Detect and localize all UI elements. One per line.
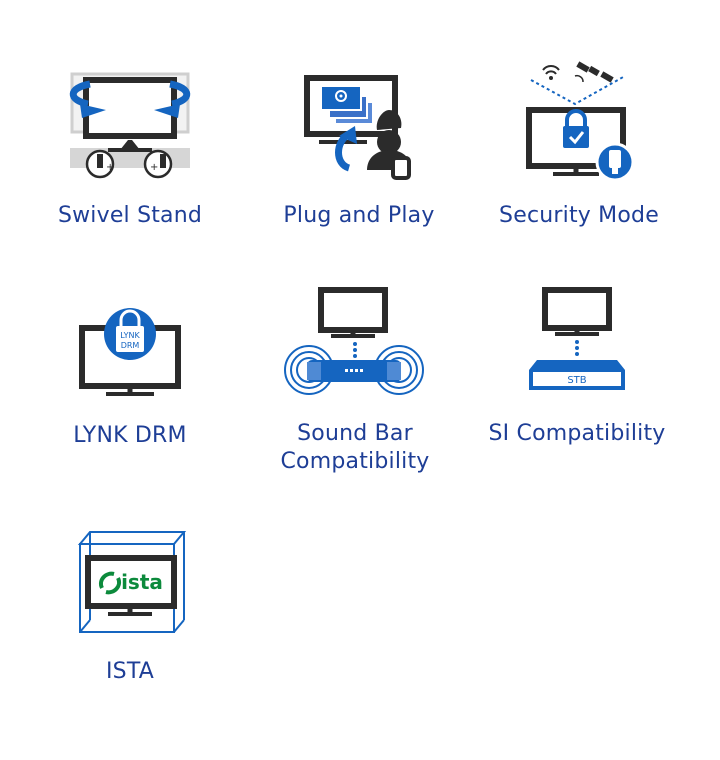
stb-label: STB [567,375,586,386]
feature-plug-and-play: Plug and Play [239,60,479,230]
plug-and-play-icon [304,75,411,180]
svg-text:+: + [150,162,158,173]
security-mode-icon [526,61,635,182]
feature-security-mode: Security Mode [459,60,699,230]
feature-si-compatibility: STB SI Compatibility [457,284,697,448]
lynk-badge-line1: LYNK [120,331,140,340]
feature-lynk-drm: LYNK DRM LYNK DRM [10,296,250,450]
svg-text:+: + [106,162,114,173]
feature-label-plug-and-play: Plug and Play [283,203,435,228]
sound-bar-icon [284,287,424,395]
feature-label-security-mode: Security Mode [499,203,659,228]
feature-label-lynk-drm: LYNK DRM [73,423,187,448]
feature-label-swivel-stand: Swivel Stand [57,203,203,228]
feature-ista: ista ISTA [10,528,250,686]
swivel-stand-icon: + + [69,72,191,179]
ista-logo-text: ista [121,570,163,594]
feature-sound-bar-compatibility: Sound Bar Compatibility [235,284,475,476]
feature-label-sound-bar-compatibility: Sound Bar Compatibility [280,421,430,474]
feature-label-ista: ISTA [105,659,155,684]
ista-icon: ista [77,531,187,633]
feature-label-si-compatibility: SI Compatibility [488,421,666,446]
lynk-badge-line2: DRM [121,341,140,350]
feature-swivel-stand: + + Swivel Stand [10,60,250,230]
lynk-drm-icon: LYNK DRM [79,308,181,396]
si-compatibility-icon: STB [529,287,625,390]
